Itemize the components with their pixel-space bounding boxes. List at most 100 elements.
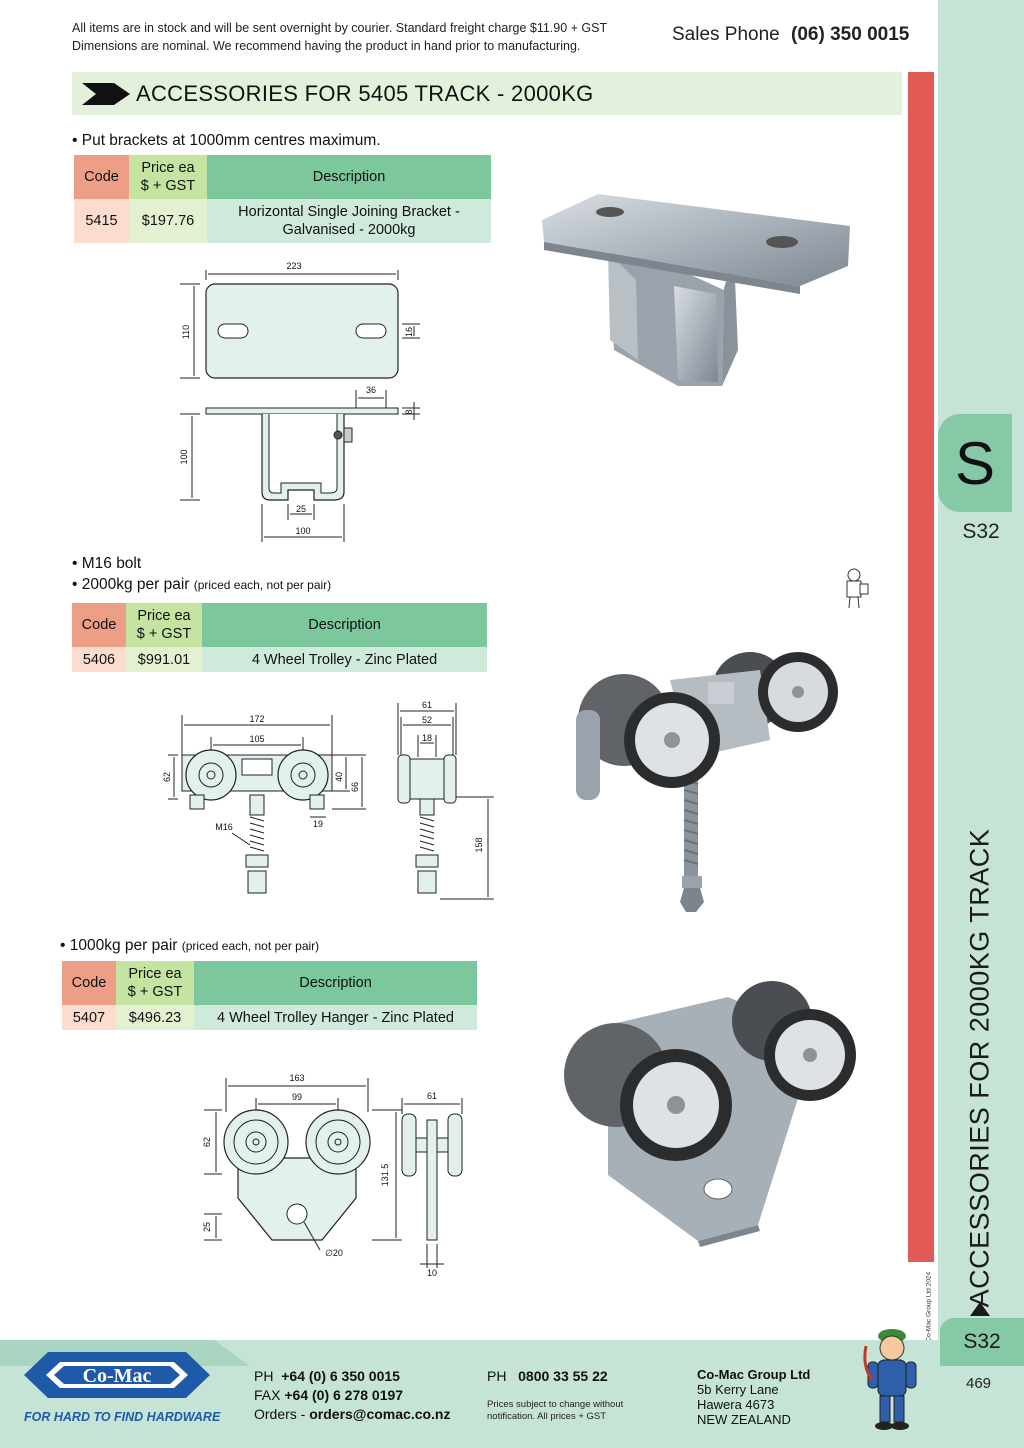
product3-load-text: • 1000kg per pair: [60, 937, 178, 954]
freephone-number[interactable]: 0800 33 55 22: [518, 1368, 608, 1384]
dim-10: 10: [427, 1268, 437, 1278]
col-description: Description: [202, 603, 487, 647]
dim-base: 100: [295, 526, 310, 536]
col-code: Code: [74, 155, 129, 199]
header-notice: All items are in stock and will be sent …: [72, 19, 607, 55]
sales-number[interactable]: (06) 350 0015: [791, 24, 910, 45]
section-tab-letter[interactable]: S: [938, 414, 1012, 512]
product2-load-text: • 2000kg per pair: [72, 576, 190, 593]
dim-158: 158: [474, 837, 484, 852]
disclaimer: Prices subject to change without notific…: [487, 1399, 623, 1423]
col-price-line1: Price ea: [141, 160, 195, 176]
product-price: $496.23: [116, 1005, 194, 1030]
product1-table: Code Price ea $ + GST Description 5415 $…: [74, 155, 491, 243]
dim-gap: 25: [296, 504, 306, 514]
col-price: Price ea $ + GST: [126, 603, 202, 647]
dim-wheel-height: 62: [202, 1137, 212, 1147]
red-accent-stripe: [908, 72, 934, 1262]
page-number: 469: [966, 1375, 992, 1392]
dim-centres: 105: [249, 734, 264, 744]
dim-18: 18: [422, 733, 432, 743]
product3-note-load: • 1000kg per pair (priced each, not per …: [60, 937, 319, 955]
col-price: Price ea $ + GST: [129, 155, 207, 199]
description-line1: Horizontal Single Joining Bracket -: [238, 204, 460, 220]
address-line1: 5b Kerry Lane: [697, 1382, 779, 1397]
fax-label: FAX: [254, 1387, 281, 1403]
col-price-line2: $ + GST: [140, 178, 196, 194]
dim-depth: 100: [179, 449, 189, 464]
table-row[interactable]: 5407 $496.23 4 Wheel Trolley Hanger - Zi…: [62, 1005, 477, 1030]
trolley-product-photo: [576, 652, 838, 912]
address-block: Co-Mac Group Ltd 5b Kerry Lane Hawera 46…: [697, 1367, 810, 1427]
col-code: Code: [72, 603, 126, 647]
section-title: ACCESSORIES FOR 5405 TRACK - 2000KG: [136, 80, 594, 106]
up-arrow-icon: [970, 1302, 990, 1316]
notice-line-2: Dimensions are nominal. We recommend hav…: [72, 39, 581, 53]
dim-overall: 172: [249, 714, 264, 724]
product3-load-note: (priced each, not per pair): [181, 939, 320, 953]
dim-61: 61: [422, 700, 432, 710]
col-price-line2: $ + GST: [136, 626, 192, 642]
inspector-mascot-icon: [846, 568, 869, 609]
dim-slot-offset: 36: [366, 385, 376, 395]
table-row[interactable]: 5415 $197.76 Horizontal Single Joining B…: [74, 199, 491, 243]
col-description: Description: [207, 155, 491, 199]
product-price: $991.01: [126, 647, 202, 672]
table-row[interactable]: 5406 $991.01 4 Wheel Trolley - Zinc Plat…: [72, 647, 487, 672]
section-title-bar: ACCESSORIES FOR 5405 TRACK - 2000KG: [72, 72, 902, 115]
dim-plate: 8: [404, 409, 414, 414]
notice-line-1: All items are in stock and will be sent …: [72, 21, 608, 35]
dim-tab: 25: [202, 1222, 212, 1232]
vertical-page-title: ACCESSORIES FOR 2000KG TRACK: [964, 828, 995, 1308]
phone-label: PH: [254, 1368, 274, 1384]
fax-number[interactable]: +64 (0) 6 278 0197: [284, 1387, 404, 1403]
product-code: 5406: [72, 647, 126, 672]
section-tab-code: S32: [962, 520, 1000, 543]
product-description: 4 Wheel Trolley - Zinc Plated: [202, 647, 487, 672]
dim-centres: 99: [292, 1092, 302, 1102]
trolley-technical-drawing: 172 105 62 M16 19 40 66 61 52 18 158: [162, 700, 494, 900]
col-description: Description: [194, 961, 477, 1005]
product3-table: Code Price ea $ + GST Description 5407 $…: [62, 961, 477, 1030]
sales-phone: Sales Phone (06) 350 0015: [672, 24, 909, 46]
dim-61: 61: [427, 1091, 437, 1101]
freephone-block: PH 0800 33 55 22: [487, 1367, 608, 1386]
dim-slot: 16: [404, 327, 414, 337]
bracket-product-photo: [542, 194, 850, 386]
mechanic-mascot-icon: [863, 1329, 917, 1430]
sales-label: Sales Phone: [672, 24, 780, 45]
contact-block: PH +64 (0) 6 350 0015 FAX +64 (0) 6 278 …: [254, 1367, 451, 1424]
col-price-line2: $ + GST: [127, 984, 183, 1000]
dim-width: 223: [286, 261, 301, 271]
dim-height: 131.5: [380, 1164, 390, 1187]
dim-body: 19: [313, 819, 323, 829]
product2-note-load: • 2000kg per pair (priced each, not per …: [72, 576, 331, 594]
address-line2: Hawera 4673: [697, 1397, 775, 1412]
logo-text: Co-Mac: [83, 1365, 152, 1387]
dim-height: 110: [181, 325, 191, 339]
product-code: 5415: [74, 199, 129, 243]
address-line3: NEW ZEALAND: [697, 1412, 791, 1427]
dim-66: 66: [350, 782, 360, 792]
col-price: Price ea $ + GST: [116, 961, 194, 1005]
product-description: 4 Wheel Trolley Hanger - Zinc Plated: [194, 1005, 477, 1030]
logo-tagline: FOR HARD TO FIND HARDWARE: [24, 1410, 221, 1424]
phone-number[interactable]: +64 (0) 6 350 0015: [281, 1368, 400, 1384]
col-price-line1: Price ea: [137, 608, 191, 624]
col-price-line1: Price ea: [128, 966, 182, 982]
freephone-label: PH: [487, 1368, 507, 1384]
product1-note: • Put brackets at 1000mm centres maximum…: [72, 132, 381, 149]
product-description: Horizontal Single Joining Bracket - Galv…: [207, 199, 491, 243]
disclaimer-line2: notification. All prices + GST: [487, 1411, 607, 1422]
dim-40: 40: [334, 772, 344, 782]
product-code: 5407: [62, 1005, 116, 1030]
comac-logo[interactable]: Co-Mac: [24, 1344, 210, 1406]
bottom-page-code: S32: [940, 1318, 1024, 1366]
orders-email[interactable]: orders@comac.co.nz: [309, 1406, 451, 1422]
copyright-text: © Co-Mac Group Ltd 2024: [925, 1271, 933, 1349]
dim-52: 52: [422, 715, 432, 725]
bracket-technical-drawing: 223 110 16 36 8 100 25 100: [179, 261, 420, 542]
dim-bolt: M16: [215, 822, 233, 832]
product2-load-note: (priced each, not per pair): [193, 578, 332, 592]
dim-wheel-height: 62: [162, 772, 172, 782]
